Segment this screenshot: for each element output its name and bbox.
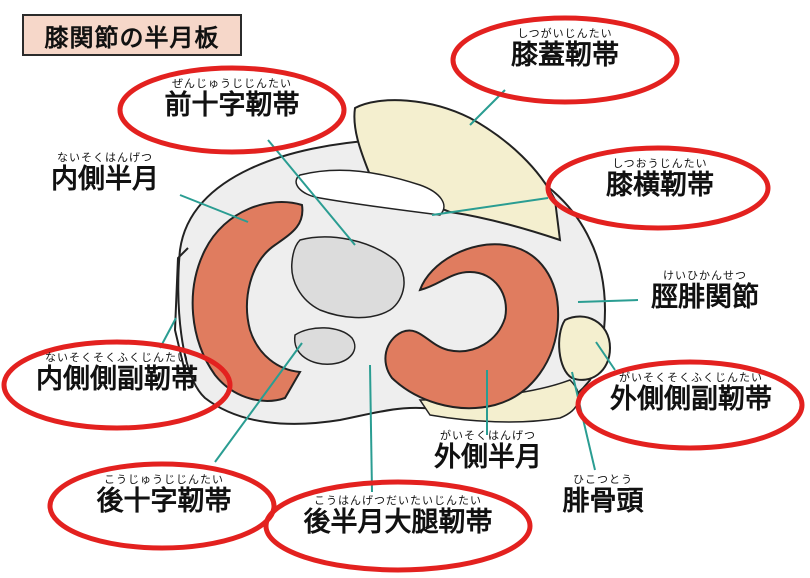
leader-medial-meniscus <box>179 194 249 223</box>
ruby-mcl: ないそくそくふくじんたい <box>45 351 189 364</box>
highlight-ovals <box>1 15 805 573</box>
oval-acl <box>117 65 347 155</box>
oval-pcl <box>47 461 277 551</box>
ruby-transverse-ligament: しつおうじんたい <box>612 157 708 170</box>
transverse-ligament-shape <box>295 169 445 216</box>
intercondylar-area <box>291 236 405 319</box>
label-mcl: ないそくそくふくじんたい 内側側副靭帯 <box>14 352 220 396</box>
oval-mcl <box>1 339 233 431</box>
ruby-patellar-ligament: しつがいじんたい <box>517 27 613 40</box>
text-tibiofibular-joint: 脛腓関節 <box>651 282 759 313</box>
oval-patellar-ligament <box>450 15 680 105</box>
ruby-posterior-meniscofemoral: こうはんげつだいたいじんたい <box>314 494 482 507</box>
label-pcl: こうじゅうじじんたい 後十字靭帯 <box>84 474 244 518</box>
leader-lcl <box>595 341 616 371</box>
label-medial-meniscus: ないそくはんげつ 内側半月 <box>40 152 170 196</box>
text-medial-meniscus: 内側半月 <box>51 164 159 195</box>
leader-acl <box>267 139 356 246</box>
oval-lcl <box>575 359 805 451</box>
leader-posterior-meniscofemoral <box>369 364 373 493</box>
oval-posterior-meniscofemoral <box>263 479 533 573</box>
leader-pcl <box>214 342 303 463</box>
text-lcl: 外側側副靭帯 <box>610 384 772 415</box>
label-posterior-meniscofemoral: こうはんげつだいたいじんたい 後半月大腿靭帯 <box>290 495 506 539</box>
label-lateral-meniscus: がいそくはんげつ 外側半月 <box>420 430 556 474</box>
ruby-pcl: こうじゅうじじんたい <box>104 473 224 486</box>
leader-lines <box>159 89 639 493</box>
ruby-fibular-head: ひこつとう <box>573 473 633 486</box>
text-pcl: 後十字靭帯 <box>96 486 232 517</box>
text-lateral-meniscus: 外側半月 <box>434 442 542 473</box>
text-posterior-meniscofemoral: 後半月大腿靭帯 <box>303 507 493 538</box>
label-transverse-ligament: しつおうじんたい 膝横靭帯 <box>590 158 730 202</box>
label-tibiofibular-joint: けいひかんせつ 脛腓関節 <box>640 270 770 314</box>
label-acl: ぜんじゅうじじんたい 前十字靭帯 <box>152 78 312 122</box>
ruby-acl: ぜんじゅうじじんたい <box>172 77 292 90</box>
text-acl: 前十字靭帯 <box>164 90 300 121</box>
fibular-head-shape <box>558 315 612 381</box>
diagram-title: 膝関節の半月板 <box>22 14 242 56</box>
ruby-lateral-meniscus: がいそくはんげつ <box>440 429 536 442</box>
leader-transverse-ligament <box>431 197 549 216</box>
ruby-medial-meniscus: ないそくはんげつ <box>57 151 153 164</box>
cruciate-stump <box>294 327 356 365</box>
lateral-meniscus-shape <box>384 243 560 410</box>
ruby-tibiofibular-joint: けいひかんせつ <box>663 269 747 282</box>
medial-meniscus-shape <box>191 201 304 402</box>
label-lcl: がいそくそくふくじんたい 外側側副靭帯 <box>588 372 794 416</box>
text-mcl: 内側側副靭帯 <box>36 364 198 395</box>
text-transverse-ligament: 膝横靭帯 <box>606 170 714 201</box>
label-patellar-ligament: しつがいじんたい 膝蓋靭帯 <box>495 28 635 72</box>
oval-transverse-ligament <box>545 145 771 231</box>
label-fibular-head: ひこつとう 腓骨頭 <box>548 474 658 518</box>
text-fibular-head: 腓骨頭 <box>562 486 644 517</box>
ruby-lcl: がいそくそくふくじんたい <box>619 371 763 384</box>
leader-tibiofibular-joint <box>577 299 639 303</box>
text-patellar-ligament: 膝蓋靭帯 <box>511 40 619 71</box>
